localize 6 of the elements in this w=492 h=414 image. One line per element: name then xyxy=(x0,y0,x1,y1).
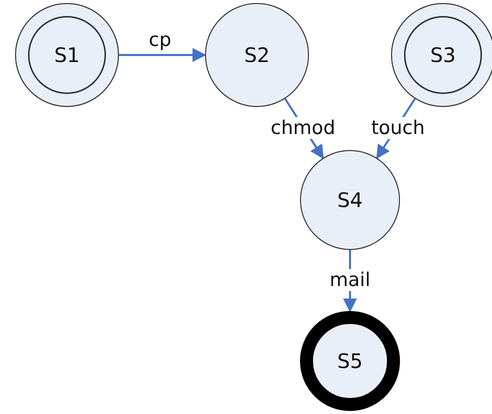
state-label: S5 xyxy=(337,349,363,373)
arrow xyxy=(119,48,206,62)
state-label: S3 xyxy=(430,43,456,67)
state-label: S2 xyxy=(244,43,270,67)
state-label: S1 xyxy=(54,43,80,67)
state-label: S4 xyxy=(337,188,363,212)
